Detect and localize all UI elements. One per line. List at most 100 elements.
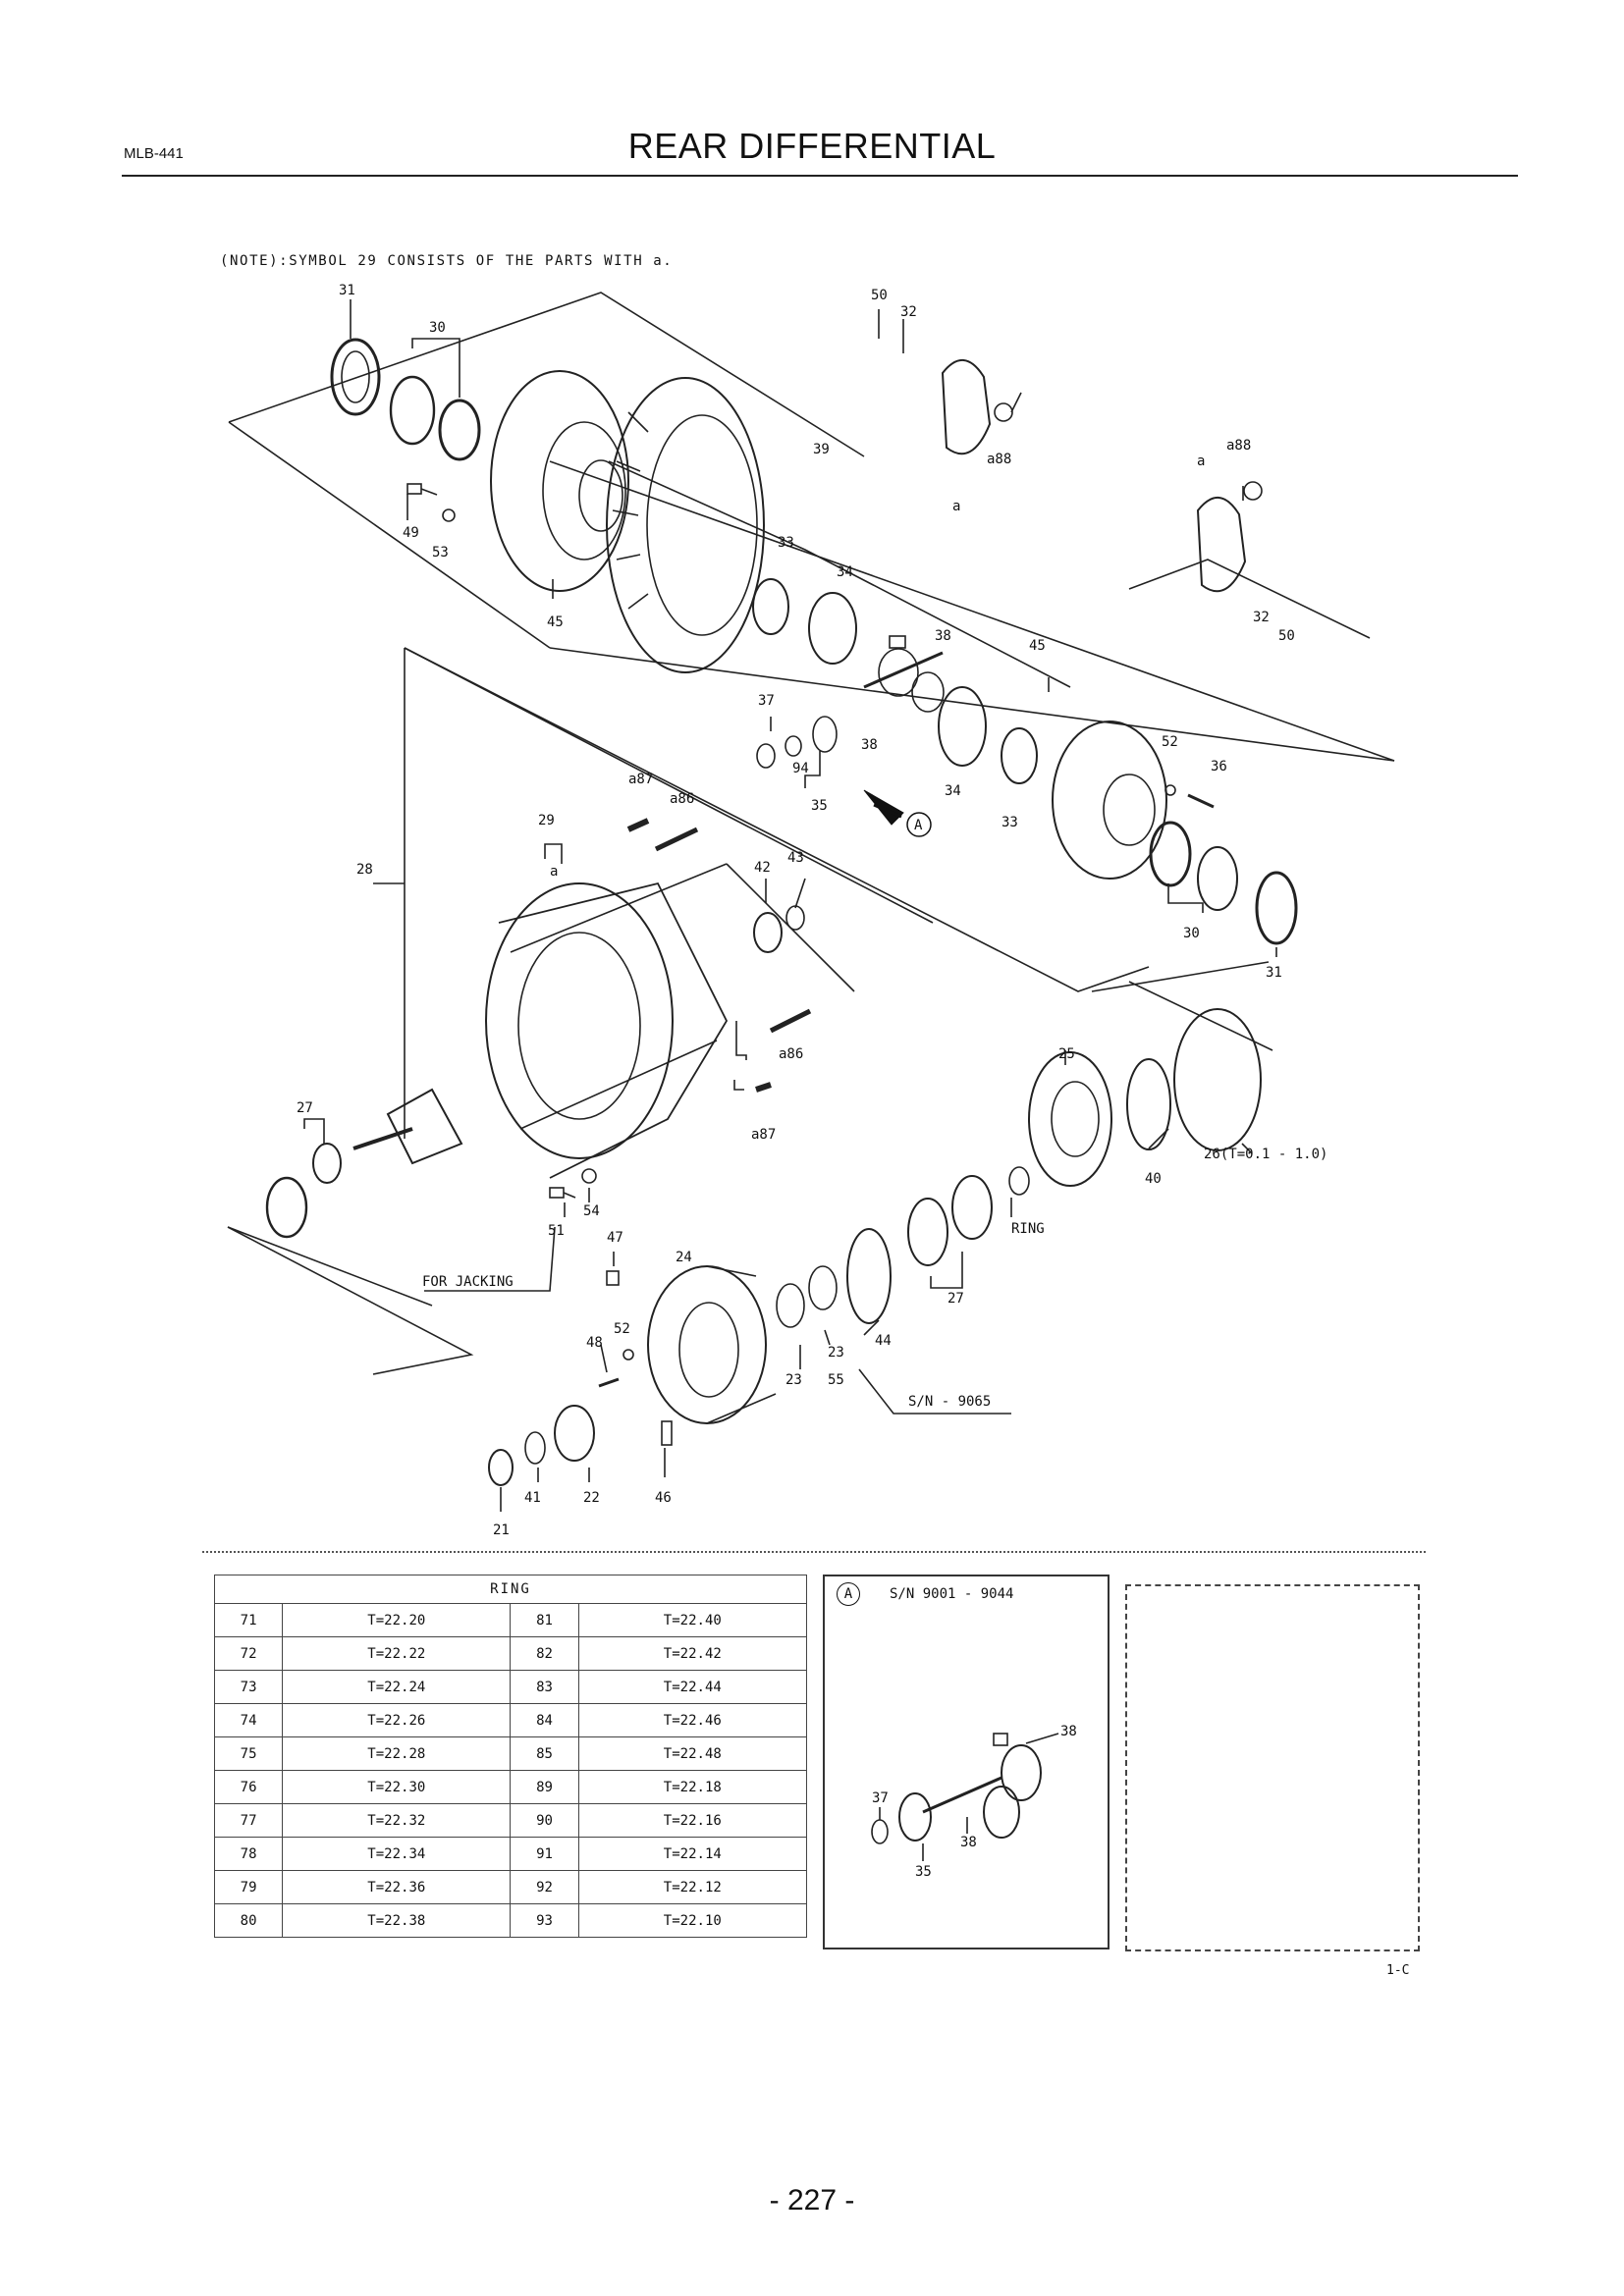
part-no: 84 — [510, 1703, 579, 1737]
detail-callout-35: 35 — [915, 1864, 932, 1880]
thickness: T=22.32 — [282, 1803, 512, 1838]
thickness: T=22.34 — [282, 1837, 512, 1871]
figure-code: 1-C — [1386, 1963, 1410, 1978]
callout-38: 38 — [861, 737, 878, 753]
part-no: 81 — [510, 1603, 579, 1637]
callout-22: 22 — [583, 1490, 600, 1506]
thickness: T=22.26 — [282, 1703, 512, 1737]
part-no: 71 — [213, 1603, 284, 1637]
callout-44: 44 — [875, 1333, 892, 1349]
ring-table-header: RING — [214, 1575, 807, 1604]
callout-30: 30 — [1183, 926, 1200, 941]
callout-31: 31 — [1266, 965, 1282, 981]
part-no: 73 — [213, 1670, 284, 1704]
callout-51: 51 — [548, 1223, 565, 1239]
callout-42: 42 — [754, 860, 771, 876]
callout-a87: a87 — [628, 772, 653, 787]
callout-a88: a88 — [987, 452, 1011, 467]
callout-49: 49 — [403, 525, 419, 541]
callout-34: 34 — [945, 783, 961, 799]
view-a-marker: A — [914, 818, 923, 833]
thickness: T=22.12 — [577, 1870, 808, 1904]
callout-a: a — [550, 864, 558, 880]
detail-a-marker: A — [837, 1582, 860, 1606]
thickness: T=22.24 — [282, 1670, 512, 1704]
part-no: 83 — [510, 1670, 579, 1704]
callout-a86: a86 — [779, 1046, 803, 1062]
exploded-parts-diagram: 31 30 50 32 39 a88 a a88 a 49 53 33 34 3… — [227, 283, 1395, 1538]
thickness: T=22.22 — [282, 1636, 512, 1671]
callout-33: 33 — [778, 535, 794, 551]
page-number: - 227 - — [769, 2184, 855, 2216]
thickness: T=22.16 — [577, 1803, 808, 1838]
callout-52: 52 — [614, 1321, 630, 1337]
thickness: T=22.10 — [577, 1903, 808, 1938]
callout-33: 33 — [1001, 815, 1018, 830]
callout-31: 31 — [339, 283, 355, 298]
part-no: 85 — [510, 1736, 579, 1771]
callout-45: 45 — [1029, 638, 1046, 654]
part-no: 93 — [510, 1903, 579, 1938]
callout-23: 23 — [828, 1345, 844, 1361]
thickness: T=22.20 — [282, 1603, 512, 1637]
callout-35: 35 — [811, 798, 828, 814]
callout-39: 39 — [813, 442, 830, 457]
callout-50: 50 — [1278, 628, 1295, 644]
thickness: T=22.18 — [577, 1770, 808, 1804]
part-no: 77 — [213, 1803, 284, 1838]
callout-24: 24 — [676, 1250, 692, 1265]
callout-27: 27 — [297, 1100, 313, 1116]
part-no: 74 — [213, 1703, 284, 1737]
thickness: T=22.42 — [577, 1636, 808, 1671]
callout-27: 27 — [947, 1291, 964, 1307]
thickness: T=22.38 — [282, 1903, 512, 1938]
callout-36: 36 — [1211, 759, 1227, 774]
callout-a: a — [1197, 454, 1205, 469]
section-separator — [202, 1551, 1426, 1553]
thickness: T=22.40 — [577, 1603, 808, 1637]
callout-29: 29 — [538, 813, 555, 828]
detail-a-serial-range: S/N 9001 - 9044 — [890, 1586, 1014, 1602]
part-no: 82 — [510, 1636, 579, 1671]
callout-26: 26(T=0.1 - 1.0) — [1204, 1147, 1327, 1162]
for-jacking-label: FOR JACKING — [422, 1274, 514, 1290]
callout-34: 34 — [837, 564, 853, 580]
callout-32: 32 — [1253, 610, 1270, 625]
serial-note: S/N - 9065 — [908, 1394, 991, 1410]
callout-55: 55 — [828, 1372, 844, 1388]
callout-47: 47 — [607, 1230, 623, 1246]
thickness: T=22.44 — [577, 1670, 808, 1704]
callout-a86: a86 — [670, 791, 694, 807]
symbol-note: (NOTE):SYMBOL 29 CONSISTS OF THE PARTS W… — [220, 253, 674, 269]
thickness: T=22.48 — [577, 1736, 808, 1771]
callout-43: 43 — [787, 850, 804, 866]
detail-callout-37: 37 — [872, 1790, 889, 1806]
callout-ring: RING — [1011, 1221, 1045, 1237]
callout-38: 38 — [935, 628, 951, 644]
detail-callout-38: 38 — [1060, 1724, 1077, 1739]
callout-54: 54 — [583, 1203, 600, 1219]
callout-48: 48 — [586, 1335, 603, 1351]
part-no: 80 — [213, 1903, 284, 1938]
thickness: T=22.28 — [282, 1736, 512, 1771]
empty-placeholder-box — [1125, 1584, 1420, 1951]
callout-28: 28 — [356, 862, 373, 878]
callout-52: 52 — [1162, 734, 1178, 750]
detail-view-a: A S/N 9001 - 9044 38 37 38 35 — [823, 1575, 1110, 1949]
callout-30: 30 — [429, 320, 446, 336]
part-no: 75 — [213, 1736, 284, 1771]
part-no: 91 — [510, 1837, 579, 1871]
part-no: 89 — [510, 1770, 579, 1804]
part-no: 76 — [213, 1770, 284, 1804]
page-title: REAR DIFFERENTIAL — [627, 126, 997, 166]
header-rule — [122, 175, 1518, 177]
detail-callout-38: 38 — [960, 1835, 977, 1850]
thickness: T=22.36 — [282, 1870, 512, 1904]
